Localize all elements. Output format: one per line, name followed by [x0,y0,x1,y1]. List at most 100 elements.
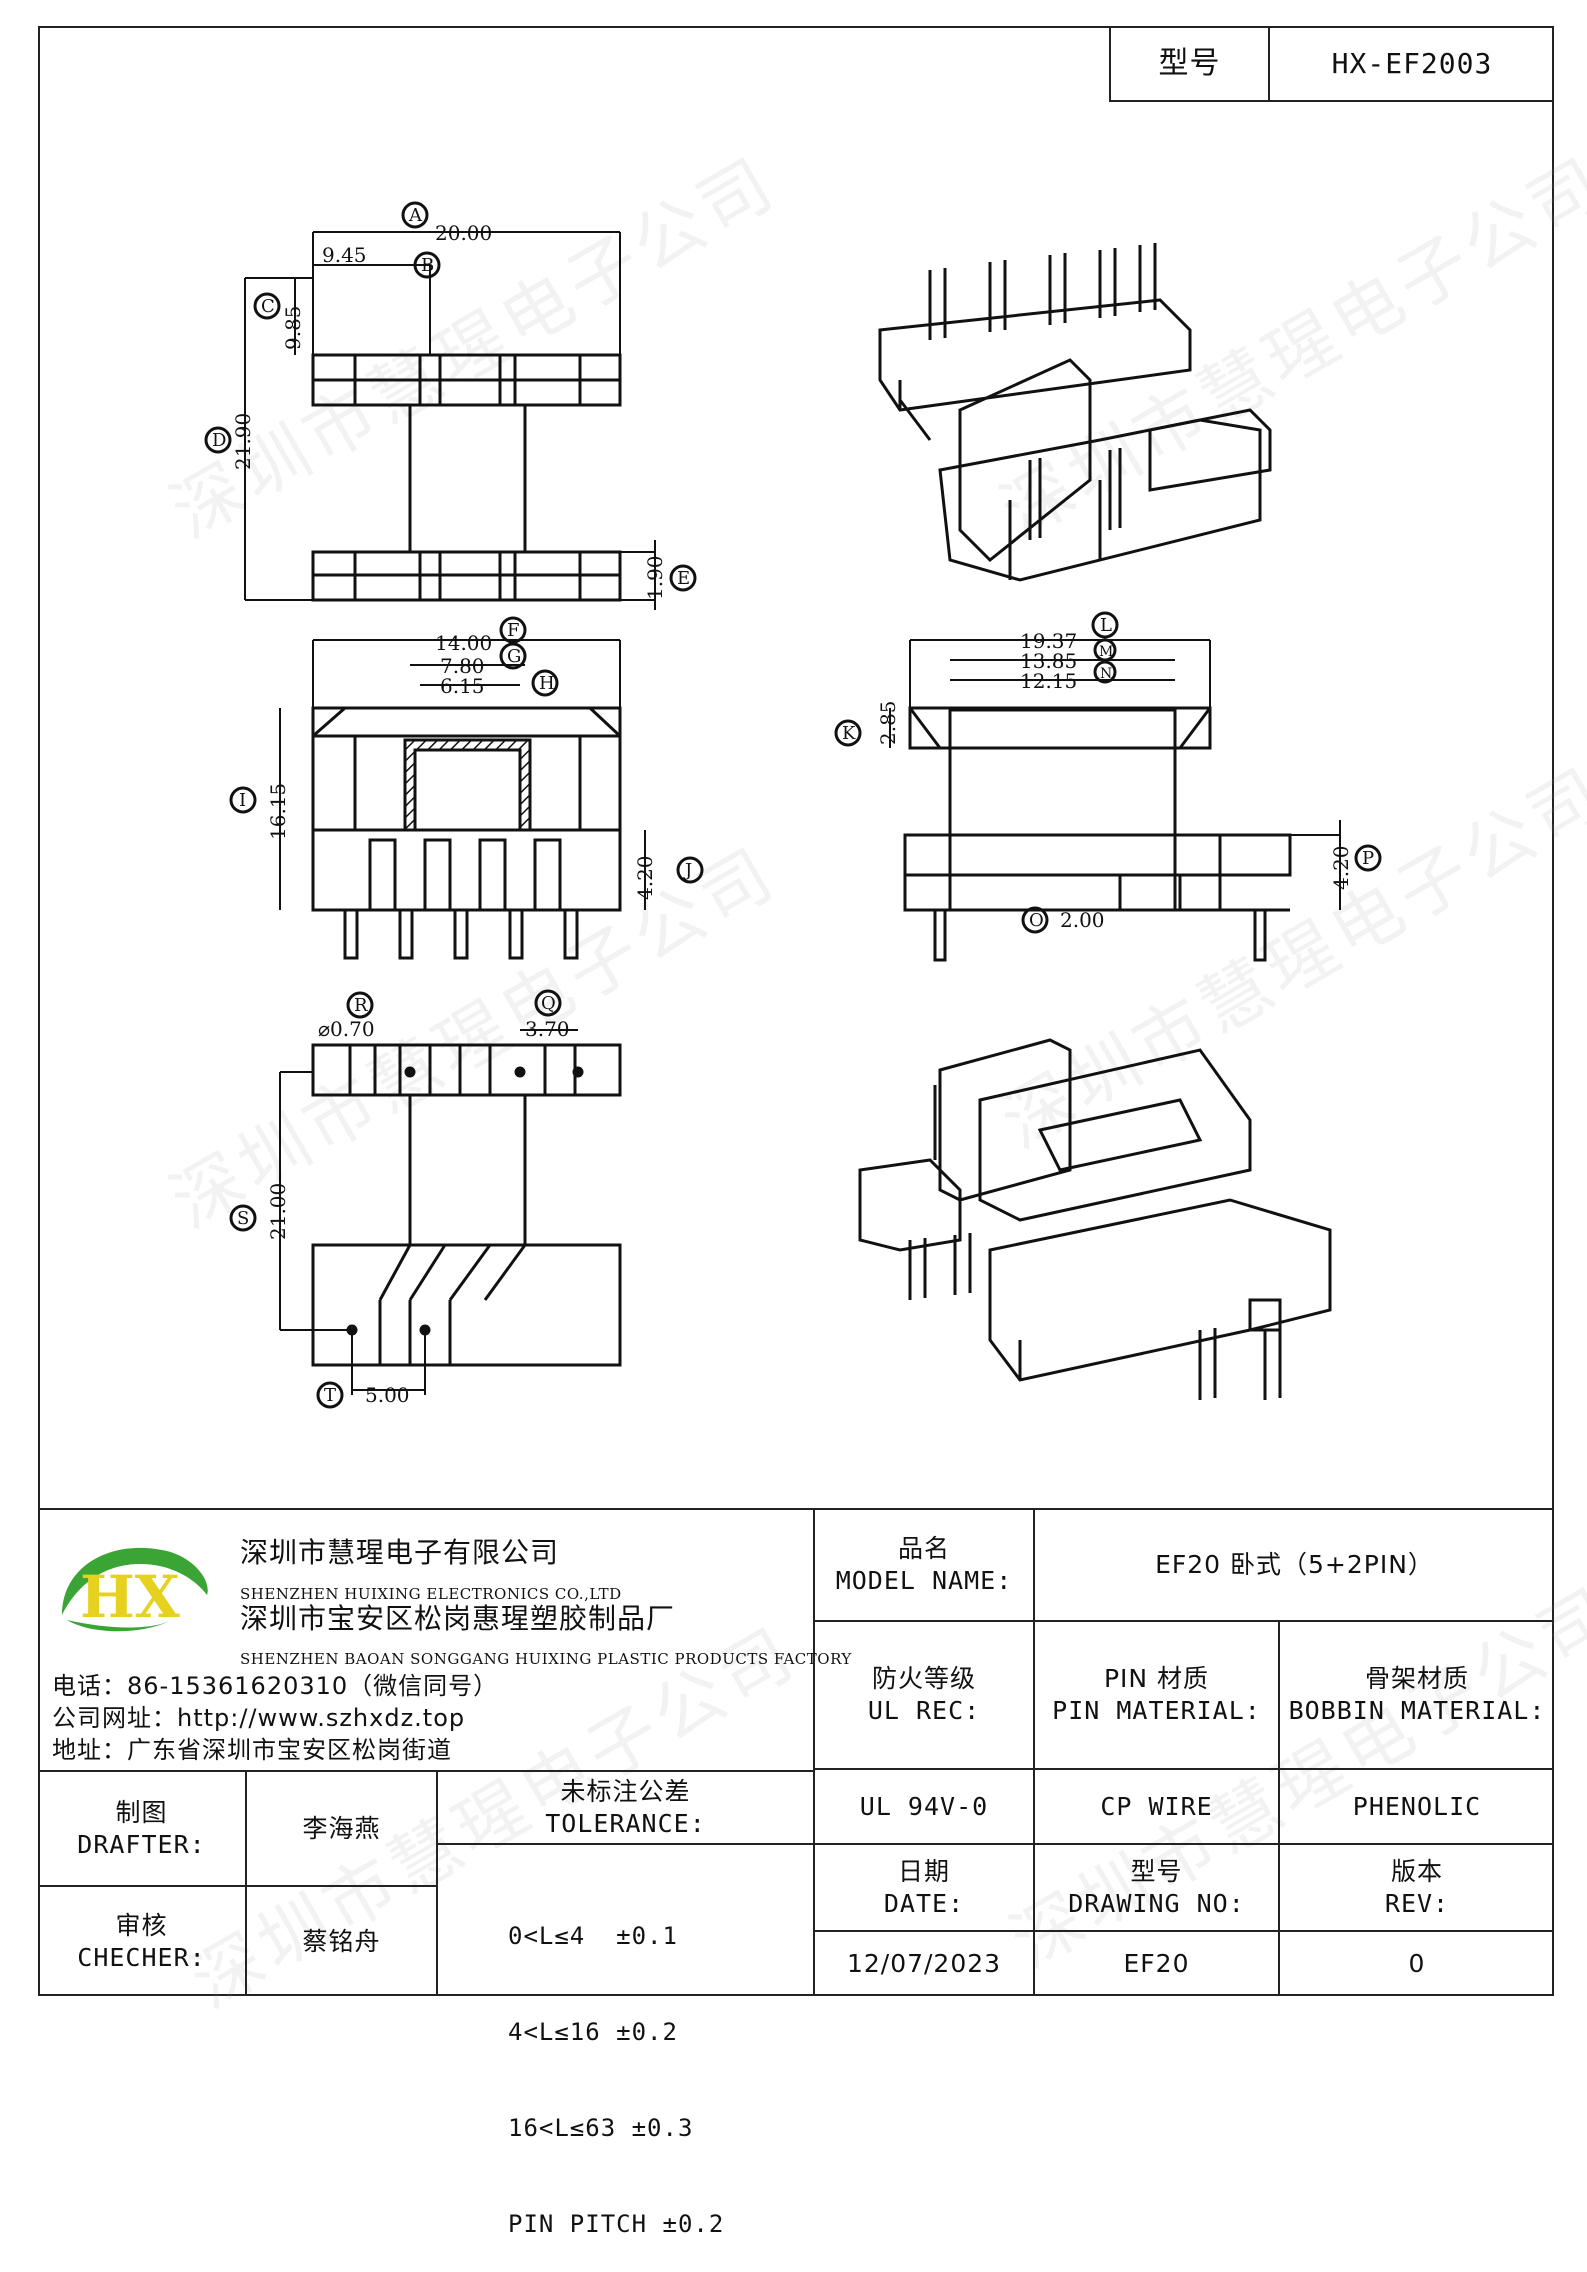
pin-material-label-cn: PIN 材质 [1103,1664,1210,1693]
dim-i: 16.15 [266,783,290,840]
ref-o: O [1029,910,1044,931]
ref-l: L [1100,615,1112,636]
isometric-view-bottom [858,1038,1332,1400]
pin-material-value: CP WIRE [1100,1791,1213,1821]
dim-b: 9.45 [322,243,367,267]
model-name-label: 品名 MODEL NAME: [815,1510,1033,1620]
rev-label: 版本 REV: [1280,1845,1554,1930]
ref-f: F [507,620,520,641]
dim-k: 2.85 [876,700,900,745]
bobbin-drawing: 20.00 9.45 9.85 21.90 1.90 14.00 7.80 6.… [204,201,1382,1409]
checker-label: 审核 CHECHER: [38,1887,245,1996]
dimension-labels: 20.00 9.45 9.85 21.90 1.90 14.00 7.80 6.… [231,221,1353,1407]
tolerance-row: PIN PITCH ±0.2 [508,2210,725,2238]
date-label-en: DATE: [883,1888,965,1918]
dim-d: 21.90 [231,413,255,470]
front-view-top [244,231,656,610]
ref-s: S [237,1208,249,1229]
dim-e: 1.90 [643,555,667,600]
date-label: 日期 DATE: [815,1845,1033,1930]
drawing-no-label: 型号 DRAWING NO: [1035,1845,1278,1930]
ref-j: J [683,860,692,881]
drawing-frame [38,26,1554,1996]
drafter-label: 制图 DRAFTER: [38,1772,245,1885]
company-logo: HX [52,1535,217,1640]
ref-c: C [261,296,275,317]
drawing-no-label-en: DRAWING NO: [1068,1888,1245,1918]
tolerance-row: 16<L≤63 ±0.3 [508,2114,694,2142]
reference-letters: A B C D E F G H I J K L M N O P R Q S T [204,201,1382,1409]
ref-p: P [1362,848,1374,869]
tolerance-label-en: TOLERANCE: [545,1808,706,1838]
logo-letters: HX [80,1563,180,1631]
company-address: 地址：广东省深圳市宝安区松岗街道 [52,1736,452,1764]
drawing-no-label-cn: 型号 [1130,1856,1183,1886]
ref-e: E [677,568,690,589]
rev-value: 0 [1408,1949,1426,1978]
ul-rec-label-cn: 防火等级 [871,1664,976,1693]
ref-i: I [239,790,246,811]
pin-material-label: PIN 材质 PIN MATERIAL: [1035,1622,1278,1768]
dim-q: 3.70 [525,1017,570,1041]
company-phone: 电话：86-15361620310（微信同号） [52,1672,499,1700]
bobbin-material-label: 骨架材质 BOBBIN MATERIAL: [1280,1622,1554,1768]
dim-f: 14.00 [435,631,492,655]
ref-m: M [1099,644,1113,660]
pins [343,908,579,960]
model-value: HX-EF2003 [1331,47,1493,80]
dim-o: 2.00 [1060,908,1105,932]
model-box [1109,26,1554,102]
dim-m: 13.85 [1020,649,1077,673]
end-view [889,639,1341,962]
ref-k: K [842,723,856,744]
date-value: 12/07/2023 [846,1949,1002,1978]
drafter-value: 李海燕 [302,1813,381,1843]
dim-n: 12.15 [1020,669,1077,693]
tolerance-row: 0<L≤4 ±0.1 [508,1922,678,1950]
drafter-label-cn: 制图 [115,1797,168,1827]
ref-b: B [421,255,434,276]
ref-a: A [408,205,423,226]
factory-name-en: SHENZHEN BAOAN SONGGANG HUIXING PLASTIC … [240,1650,852,1668]
isometric-view-top [878,243,1272,582]
bobbin-material-label-cn: 骨架材质 [1364,1664,1469,1693]
ul-rec-label-en: UL REC: [867,1696,981,1725]
rev-label-en: REV: [1384,1888,1450,1918]
dim-p: 4.20 [1329,845,1353,890]
drawing-no-value: EF20 [1123,1949,1190,1978]
ref-n: N [1100,666,1112,682]
date-label-cn: 日期 [897,1856,950,1886]
bottom-view [279,1029,622,1395]
ref-r: R [354,995,368,1016]
dim-l: 19.37 [1020,629,1077,653]
side-view [279,639,646,960]
tolerance-label: 未标注公差 TOLERANCE: [438,1772,813,1843]
pin-material-label-en: PIN MATERIAL: [1052,1696,1261,1725]
dim-a: 20.00 [435,221,492,245]
ref-q: Q [541,993,556,1014]
dim-t: 5.00 [365,1383,410,1407]
factory-name-cn: 深圳市宝安区松岗惠瑆塑胶制品厂 [240,1602,676,1635]
dim-r: ⌀0.70 [318,1017,375,1041]
ul-rec-label: 防火等级 UL REC: [815,1622,1033,1768]
company-name-cn: 深圳市慧瑆电子有限公司 [240,1536,560,1569]
ref-t: T [324,1385,336,1406]
bobbin-material-value: PHENOLIC [1352,1791,1482,1821]
model-name-label-en: MODEL NAME: [835,1566,1013,1595]
tolerance-rows: 0<L≤4 ±0.1 4<L≤16 ±0.2 16<L≤63 ±0.3 PIN … [508,1856,808,2272]
checker-label-en: CHECHER: [77,1942,206,1972]
checker-label-cn: 审核 [115,1910,168,1940]
tolerance-row: 4<L≤16 ±0.2 [508,2018,678,2046]
company-website: 公司网址：http://www.szhxdz.top [52,1704,466,1732]
ref-d: D [212,430,226,451]
dim-j: 4.20 [633,855,657,900]
model-name-label-cn: 品名 [897,1534,950,1563]
model-label: 型号 [1158,46,1221,81]
tolerance-label-cn: 未标注公差 [560,1776,691,1806]
dim-g: 7.80 [440,654,485,678]
bobbin-material-label-en: BOBBIN MATERIAL: [1288,1696,1546,1725]
drafter-label-en: DRAFTER: [77,1829,206,1859]
dim-s: 21.00 [266,1183,290,1240]
checker-value: 蔡铭舟 [302,1926,381,1956]
ul-rec-value: UL 94V-0 [859,1791,989,1821]
